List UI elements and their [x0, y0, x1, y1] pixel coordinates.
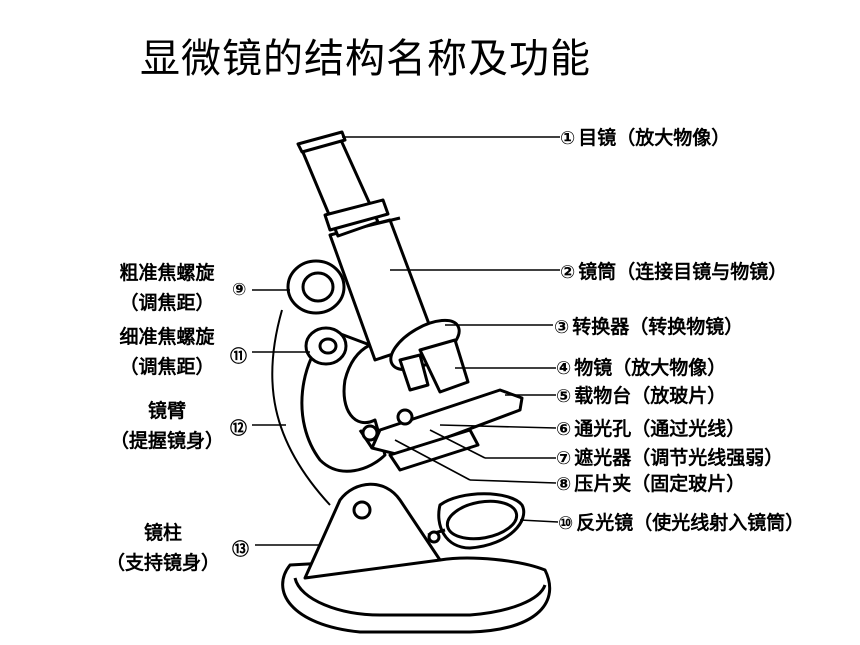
label-text: 载物台（放玻片） [574, 385, 727, 407]
label-line1: 粗准焦螺旋 [119, 262, 215, 284]
label-number-coarse-focus: ⑨ [232, 280, 247, 300]
label-number-pillar: ⑬ [232, 540, 249, 560]
label-line2: （提握镜身） [109, 430, 224, 452]
label-number-fine-focus: ⑪ [230, 347, 247, 367]
label-line2: （调焦距） [119, 292, 215, 314]
label-number: ④ [556, 358, 572, 379]
label-text: 压片夹（固定玻片） [574, 473, 746, 495]
label-number: ⑧ [556, 474, 572, 495]
label-number: ③ [554, 317, 570, 338]
label-number: ② [560, 262, 576, 283]
label-text: 遮光器（调节光线强弱） [574, 447, 784, 469]
label-text: 转换器（转换物镜） [572, 316, 744, 338]
label-line1: 镜臂 [147, 400, 186, 422]
label-fine-focus: 细准焦螺旋 （调焦距） [102, 322, 232, 382]
label-line1: 细准焦螺旋 [119, 326, 215, 348]
label-number: ① [560, 128, 576, 149]
label-coarse-focus: 粗准焦螺旋 （调焦距） [102, 258, 232, 318]
label-text: 镜筒（连接目镜与物镜） [578, 261, 788, 283]
label-number: ⑩ [558, 513, 574, 534]
label-number-arm: ⑫ [230, 419, 247, 439]
label-arm: 镜臂 （提握镜身） [102, 396, 232, 456]
label-number: ⑦ [556, 448, 572, 469]
label-line1: 镜柱 [143, 522, 182, 544]
label-text: 目镜（放大物像） [578, 127, 731, 149]
label-number: ⑤ [556, 386, 572, 407]
label-pillar: 镜柱 （支持镜身） [98, 518, 228, 578]
label-text: 反光镜（使光线射入镜筒） [576, 512, 805, 534]
label-line2: （支持镜身） [105, 552, 220, 574]
label-text: 通光孔（通过光线） [574, 418, 746, 440]
label-number: ⑥ [556, 419, 572, 440]
diagram-title: 显微镜的结构名称及功能 [140, 36, 591, 82]
label-line2: （调焦距） [119, 356, 215, 378]
label-text: 物镜（放大物像） [574, 357, 727, 379]
